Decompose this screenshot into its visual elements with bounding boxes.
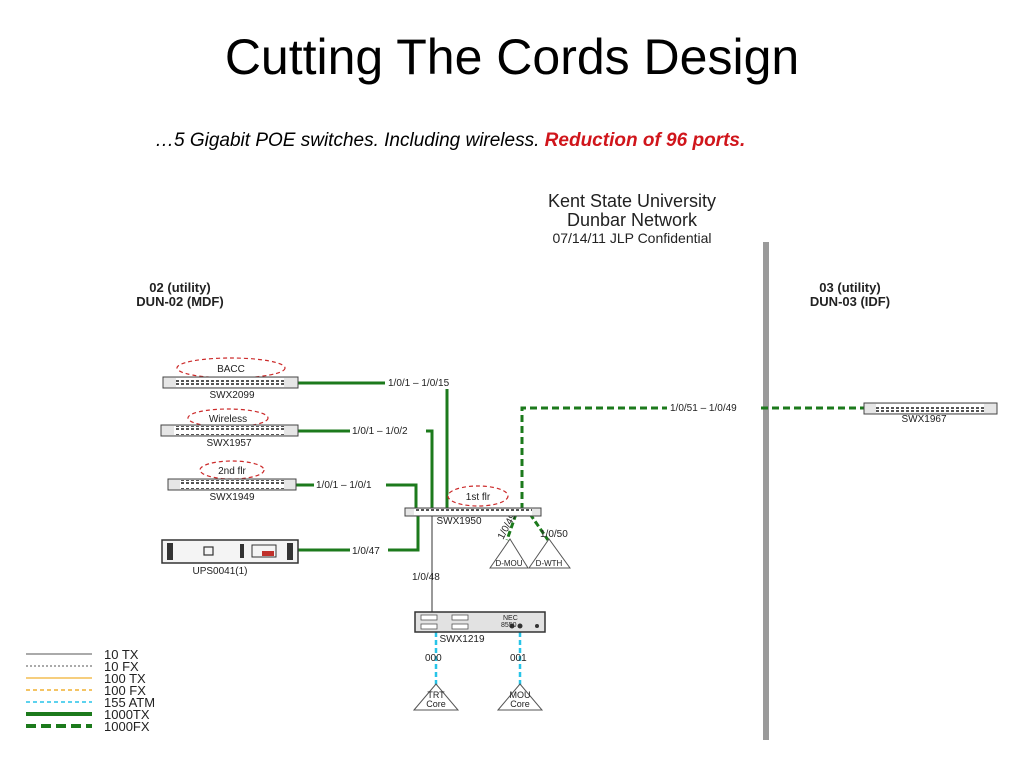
label-link-dwth: 1/0/50: [540, 529, 568, 540]
endpoint-mou-core[interactable]: MOU Core: [496, 683, 544, 711]
left-room-line-1: 02 (utility): [149, 280, 210, 295]
legend-label-4: 155 ATM: [104, 695, 155, 710]
tag-swx2099: BACC: [217, 364, 245, 375]
header-line-1: Kent State University: [548, 191, 716, 211]
subtitle-highlight: Reduction of 96 ports.: [544, 130, 746, 151]
switch-swx1957[interactable]: Wireless SWX1957: [160, 408, 299, 449]
name-swx1950: SWX1950: [436, 516, 481, 527]
label-link-trt: 000: [425, 653, 442, 664]
name-swx1967: SWX1967: [901, 414, 946, 425]
name-ups: UPS0041(1): [192, 566, 247, 577]
right-room-line-1: 03 (utility): [819, 280, 880, 295]
legend-label-5: 1000TX: [104, 707, 150, 722]
ups-ups0041[interactable]: UPS0041(1): [161, 539, 299, 577]
legend-label-6: 1000FX: [104, 719, 150, 734]
switch-swx1949[interactable]: 2nd flr SWX1949: [167, 460, 297, 503]
subtitle-text: …5 Gigabit POE switches. Including wirel…: [155, 130, 545, 151]
name-swx1957: SWX1957: [206, 438, 251, 449]
label-link-ups: 1/0/47: [352, 546, 380, 557]
name-swx2099: SWX2099: [209, 390, 254, 401]
endpoint-trt-core[interactable]: TRT Core: [412, 683, 460, 711]
label-link-swx2099: 1/0/1 – 1/0/15: [388, 378, 450, 389]
slide-title: Cutting The Cords Design: [224, 29, 800, 85]
label-dmou: D-MOU: [495, 559, 522, 568]
swx1219-device-line-1: NEC: [503, 615, 518, 622]
legend-label-3: 100 FX: [104, 683, 146, 698]
legend-label-2: 100 TX: [104, 671, 146, 686]
label-trt-line-2: Core: [426, 699, 446, 709]
label-mou-line-1: MOU: [510, 690, 531, 700]
label-link-swx1957: 1/0/1 – 1/0/2: [352, 426, 408, 437]
endpoint-dwth[interactable]: D-WTH: [528, 538, 571, 569]
endpoint-dmou[interactable]: D-MOU: [489, 538, 529, 569]
switch-swx1219[interactable]: NEC 8550 SWX1219: [414, 611, 546, 645]
link-swx1967: [520, 406, 868, 510]
right-room-line-2: DUN-03 (IDF): [810, 294, 890, 309]
header-line-2: Dunbar Network: [567, 210, 698, 230]
gigabit-links: [296, 381, 449, 552]
left-room-line-2: DUN-02 (MDF): [136, 294, 223, 309]
switch-swx1967[interactable]: SWX1967: [863, 402, 998, 425]
header-line-3: 07/14/11 JLP Confidential: [552, 230, 711, 246]
link-swx1957: [298, 429, 434, 510]
tag-swx1957: Wireless: [209, 414, 247, 425]
tag-swx1949: 2nd flr: [218, 466, 246, 477]
legend-label-0: 10 TX: [104, 647, 139, 662]
link-ups: [298, 514, 420, 552]
atm-links: [434, 632, 522, 690]
slide-subtitle: …5 Gigabit POE switches. Including wirel…: [155, 130, 745, 152]
label-link-swx1949: 1/0/1 – 1/0/1: [316, 480, 372, 491]
diagram-header: Kent State University Dunbar Network 07/…: [548, 191, 716, 246]
tag-swx1950: 1st flr: [466, 492, 491, 503]
label-mou-line-2: Core: [510, 699, 530, 709]
name-swx1949: SWX1949: [209, 492, 254, 503]
link-dmou: [505, 513, 518, 541]
name-swx1219: SWX1219: [439, 634, 484, 645]
legend-label-1: 10 FX: [104, 659, 139, 674]
switch-swx1950[interactable]: 1st flr SWX1950: [404, 485, 542, 527]
label-trt-line-1: TRT: [427, 690, 445, 700]
link-dwth: [528, 513, 550, 541]
switch-swx2099[interactable]: BACC SWX2099: [162, 357, 299, 401]
label-dwth: D-WTH: [536, 559, 563, 568]
label-link-swx1219: 1/0/48: [412, 572, 440, 583]
label-link-mou: 001: [510, 653, 527, 664]
label-link-swx1967: 1/0/51 – 1/0/49: [670, 403, 737, 414]
swx1219-device-line-2: 8550: [501, 622, 517, 629]
